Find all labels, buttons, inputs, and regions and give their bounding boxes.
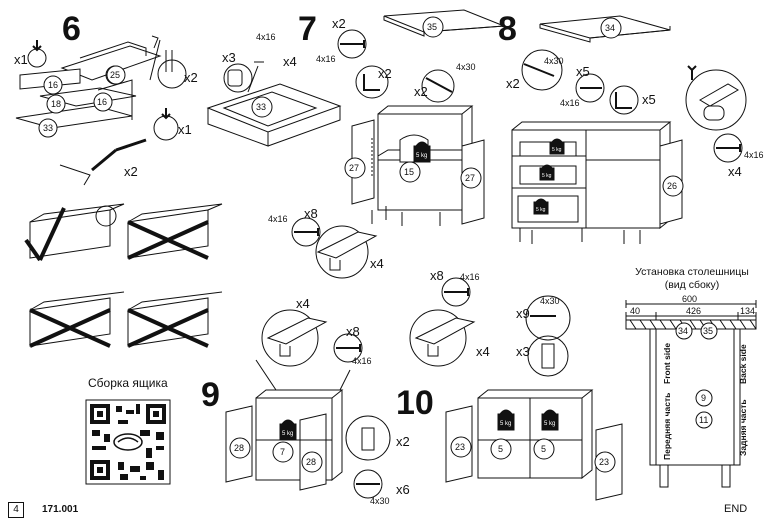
step-number-7: 7 — [298, 10, 317, 48]
qty-7c: x4 — [283, 54, 297, 69]
qty-10b: x4 — [476, 344, 490, 359]
qty-6d: x2 — [124, 164, 138, 179]
part-5-left: 5 — [498, 444, 504, 454]
qty-8c: x5 — [642, 92, 656, 107]
screw-7b: 4x16 — [316, 54, 336, 64]
qty-9d: x6 — [396, 482, 410, 497]
step-number-10: 10 — [396, 384, 434, 422]
qty-10c: x9 — [516, 306, 530, 321]
dim-middle: 426 — [686, 306, 702, 316]
qty-7b: x2 — [332, 16, 346, 31]
part-26: 26 — [667, 181, 678, 191]
part-27-right: 27 — [465, 173, 476, 183]
weight-label-2: 5 kg — [552, 147, 562, 153]
part-circles — [38, 16, 718, 473]
part-33-step7: 33 — [256, 102, 267, 112]
part-23-left: 23 — [455, 442, 466, 452]
front-side-label: Front side — [662, 342, 672, 384]
screw-10b: 4x30 — [540, 296, 560, 306]
weight-label-4: 5 kg — [536, 207, 546, 213]
qty-10d: x3 — [516, 344, 530, 359]
screw-8a: 4x30 — [544, 56, 564, 66]
part-28-right: 28 — [306, 457, 317, 467]
screw-9a: 4x16 — [352, 356, 372, 366]
countertop-title-line1: Установка столешницы — [635, 266, 749, 278]
qty-10a: x8 — [430, 268, 444, 283]
weight-label-7: 5 kg — [544, 421, 556, 427]
dim-total: 600 — [682, 294, 698, 304]
weight-label-1: 5 kg — [416, 153, 428, 159]
step-number-6: 6 — [62, 10, 81, 48]
weight-label-6: 5 kg — [500, 421, 512, 427]
dim-left: 40 — [630, 306, 641, 316]
qr-code — [85, 399, 171, 485]
dim-right: 134 — [740, 306, 756, 316]
qty-6c: x1 — [178, 122, 192, 137]
qty-6b: x2 — [184, 70, 198, 85]
screw-10a: 4x16 — [460, 272, 480, 282]
end-label: END — [724, 503, 748, 515]
part-28-left: 28 — [234, 443, 245, 453]
part-11: 11 — [699, 415, 709, 425]
part-5-right: 5 — [541, 444, 547, 454]
weight-icons — [279, 138, 565, 441]
qr-caption: Сборка ящика — [88, 376, 168, 390]
step-number-8: 8 — [498, 10, 517, 48]
screw-8b: 4x16 — [560, 98, 580, 108]
part-9: 9 — [701, 393, 707, 403]
qty-7a: x3 — [222, 50, 236, 65]
part-34-side-view: 34 — [678, 326, 689, 336]
qty-8d: x4 — [728, 164, 742, 179]
screw-9b: 4x30 — [370, 496, 390, 506]
part-16-left: 16 — [48, 80, 59, 90]
qty-7f: x8 — [304, 206, 318, 221]
qty-6a: x1 — [14, 52, 28, 67]
part-16-right: 16 — [97, 97, 108, 107]
part-25: 25 — [110, 70, 121, 80]
weight-label-3: 5 kg — [542, 173, 552, 179]
product-code: 171.001 — [42, 504, 79, 515]
part-35: 35 — [427, 22, 438, 32]
part-18: 18 — [51, 99, 62, 109]
part-27-left: 27 — [349, 163, 360, 173]
qty-9a: x4 — [296, 296, 310, 311]
part-23-right: 23 — [599, 457, 610, 467]
qty-7d: x2 — [378, 66, 392, 81]
screw-7a: 4x16 — [256, 32, 276, 42]
qty-9b: x8 — [346, 324, 360, 339]
part-33-step6: 33 — [43, 123, 54, 133]
front-side-label-ru: Передняя часть — [662, 392, 672, 460]
weight-label-5: 5 kg — [282, 431, 294, 437]
screw-7c: 4x30 — [456, 62, 476, 72]
back-side-label: Back side — [738, 344, 748, 384]
page-number: 4 — [8, 502, 24, 518]
qty-9c: x2 — [396, 434, 410, 449]
qty-7e: x2 — [414, 84, 428, 99]
step-7-drawing — [206, 9, 505, 279]
countertop-title-line2: (вид сбоку) — [664, 279, 720, 291]
qty-7g: x4 — [370, 256, 384, 271]
qty-8b: x5 — [576, 64, 590, 79]
screw-8c: 4x16 — [744, 150, 764, 160]
step-number-9: 9 — [201, 376, 220, 414]
part-15: 15 — [404, 167, 415, 177]
step-9-drawing — [225, 309, 391, 499]
qty-8a: x2 — [506, 76, 520, 91]
part-35-side-view: 35 — [703, 326, 714, 336]
back-side-label-ru: Задняя часть — [738, 399, 748, 456]
screw-7d: 4x16 — [268, 214, 288, 224]
part-7: 7 — [280, 447, 286, 457]
part-34: 34 — [605, 23, 616, 33]
